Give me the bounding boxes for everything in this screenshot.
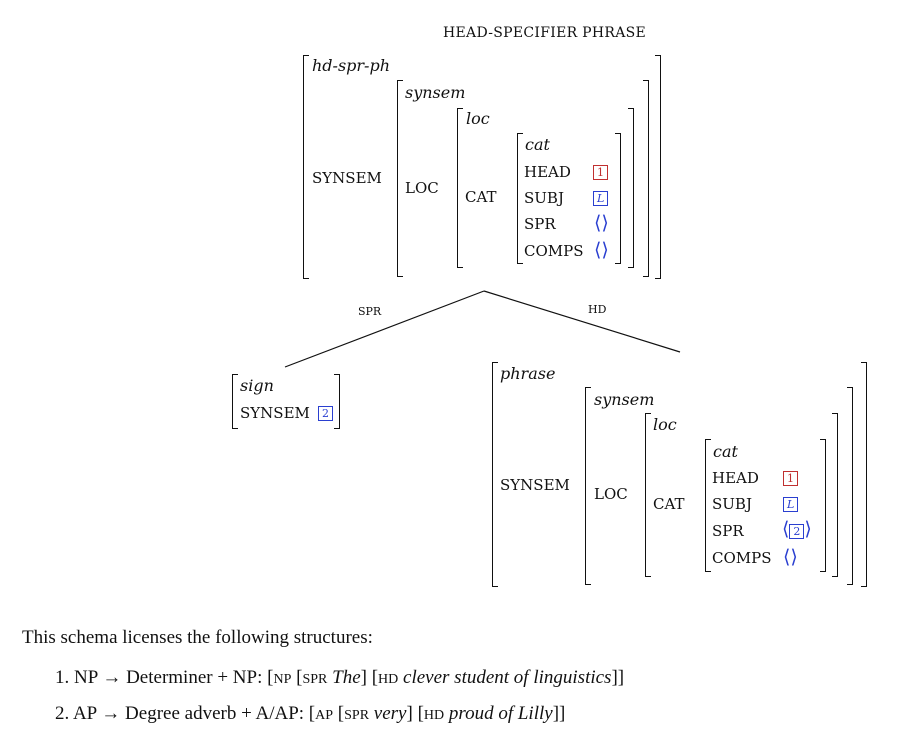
angle-open: ⟨ xyxy=(782,518,790,540)
feature-label: SYNSEM xyxy=(500,476,570,494)
spr-list: ⟨2⟩ xyxy=(782,520,812,539)
bracket xyxy=(628,108,634,268)
bracket xyxy=(645,413,651,577)
bracket-label: SPR xyxy=(302,672,328,687)
tag-2: 2 xyxy=(789,524,805,539)
feature-label: COMPS xyxy=(712,549,772,567)
bracket-label: NP xyxy=(273,672,292,687)
list-item: 2. AP → Degree adverb + A/AP: [AP [SPR v… xyxy=(55,703,566,724)
type-label: sign xyxy=(240,376,274,395)
bracket xyxy=(832,413,838,577)
empty-list: ⟨⟩ xyxy=(783,546,798,568)
type-label: loc xyxy=(466,109,490,128)
example-word: very xyxy=(373,703,407,724)
type-label: synsem xyxy=(594,390,655,409)
bracket-label: SPR xyxy=(344,708,370,723)
example-word: The xyxy=(332,667,361,688)
feature-label: SYNSEM xyxy=(312,169,382,187)
bracket xyxy=(705,439,711,572)
feature-label: CAT xyxy=(465,188,497,206)
bracket xyxy=(643,80,649,277)
example-words: proud of Lilly xyxy=(448,703,553,724)
feature-label: SYNSEM xyxy=(240,404,310,422)
feature-label: SPR xyxy=(712,522,744,540)
angle-close: ⟩ xyxy=(804,518,812,540)
feature-label: LOC xyxy=(405,179,439,197)
feature-label: SUBJ xyxy=(712,495,752,513)
bracket xyxy=(861,362,867,587)
item-rule: AP → Degree adverb + A/AP: [ xyxy=(72,703,316,724)
bracket xyxy=(517,133,523,264)
tag-1: 1 xyxy=(783,471,798,486)
bracket xyxy=(615,133,621,264)
item-number: 1. xyxy=(55,667,70,688)
diagram-title: HEAD-SPECIFIER PHRASE xyxy=(443,25,647,41)
feature-label: COMPS xyxy=(524,242,584,260)
bracket xyxy=(655,55,661,279)
tag-L: L xyxy=(593,191,609,206)
bracket xyxy=(820,439,826,572)
type-label: synsem xyxy=(405,83,466,102)
edge-spr xyxy=(284,290,485,368)
bracket xyxy=(847,387,853,585)
bracket-label: HD xyxy=(378,672,399,687)
item-rule: NP → Determiner + NP: [ xyxy=(74,667,274,688)
feature-label: SPR xyxy=(524,215,556,233)
bracket xyxy=(397,80,403,277)
bracket xyxy=(585,387,591,585)
bracket xyxy=(232,374,238,429)
tag-L: L xyxy=(783,497,799,512)
feature-label: CAT xyxy=(653,495,685,513)
empty-list: ⟨⟩ xyxy=(594,212,609,234)
empty-list: ⟨⟩ xyxy=(594,239,609,261)
type-label: phrase xyxy=(500,364,556,383)
feature-label: LOC xyxy=(594,485,628,503)
feature-label: HEAD xyxy=(712,469,759,487)
tag-1: 1 xyxy=(593,165,608,180)
type-label: hd-spr-ph xyxy=(312,56,391,75)
bracket xyxy=(492,362,498,587)
type-label: cat xyxy=(713,442,738,461)
bracket xyxy=(334,374,340,429)
bracket-label: AP xyxy=(315,708,334,723)
item-number: 2. xyxy=(55,703,70,724)
intro-text: This schema licenses the following struc… xyxy=(22,627,373,648)
edge-label-hd: HD xyxy=(588,303,607,316)
bracket-label: HD xyxy=(423,708,445,723)
edge-hd xyxy=(483,290,681,353)
edge-label-spr: SPR xyxy=(358,305,382,318)
example-words: clever student of linguistics xyxy=(403,667,612,688)
feature-label: SUBJ xyxy=(524,189,564,207)
feature-label: HEAD xyxy=(524,163,571,181)
type-label: cat xyxy=(525,135,550,154)
bracket xyxy=(457,108,463,268)
bracket xyxy=(303,55,309,279)
type-label: loc xyxy=(653,415,677,434)
list-item: 1. NP → Determiner + NP: [NP [SPR The] [… xyxy=(55,667,625,688)
tag-2: 2 xyxy=(318,406,333,421)
